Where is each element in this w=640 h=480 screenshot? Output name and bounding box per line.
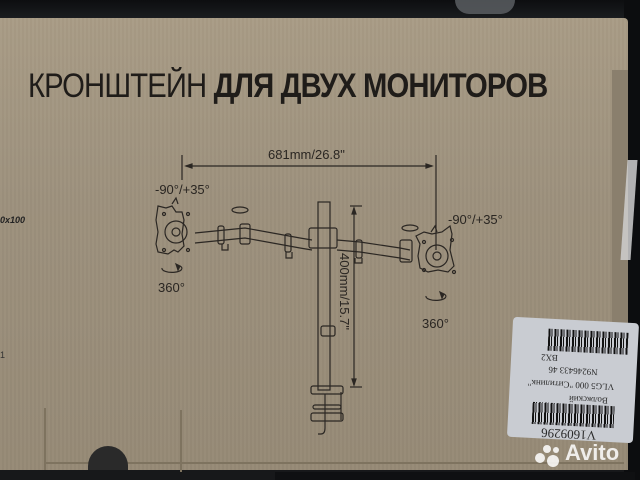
height-dimension: 400mm/15.7" (336, 253, 352, 330)
right-tilt-label: -90°/+35° (448, 212, 503, 227)
title-light: КРОНШТЕЙН (28, 67, 207, 105)
sticker-line-4: N9246433 46 (548, 364, 598, 378)
flap-crease (180, 410, 182, 472)
barcode-top (547, 328, 629, 355)
vesa-partial-text: 0x100 (0, 215, 26, 225)
flap-crease (44, 462, 624, 464)
shipping-sticker: ВХ2 N9246433 46 VLG5 000 "Ситилинк" Волж… (506, 316, 640, 444)
sticker-line-3: VLG5 000 "Ситилинк" (527, 377, 615, 393)
box-title: КРОНШТЕЙН ДЛЯ ДВУХ МОНИТОРОВ (28, 67, 549, 106)
width-dimension: 681mm/26.8" (268, 147, 345, 162)
sticker-line-5: ВХ2 (540, 352, 559, 364)
avito-logo-icon (535, 445, 561, 467)
right-rotation-label: 360° (422, 316, 449, 331)
left-rotation-label: 360° (158, 280, 185, 295)
left-tilt-label: -90°/+35° (155, 182, 210, 197)
background-bottom (275, 472, 635, 480)
background-object (455, 0, 515, 14)
left-partial-mark: 1 (0, 350, 6, 360)
flap-crease (44, 408, 46, 470)
title-bold: ДЛЯ ДВУХ МОНИТОРОВ (213, 67, 549, 105)
avito-watermark: Avito (565, 440, 620, 465)
